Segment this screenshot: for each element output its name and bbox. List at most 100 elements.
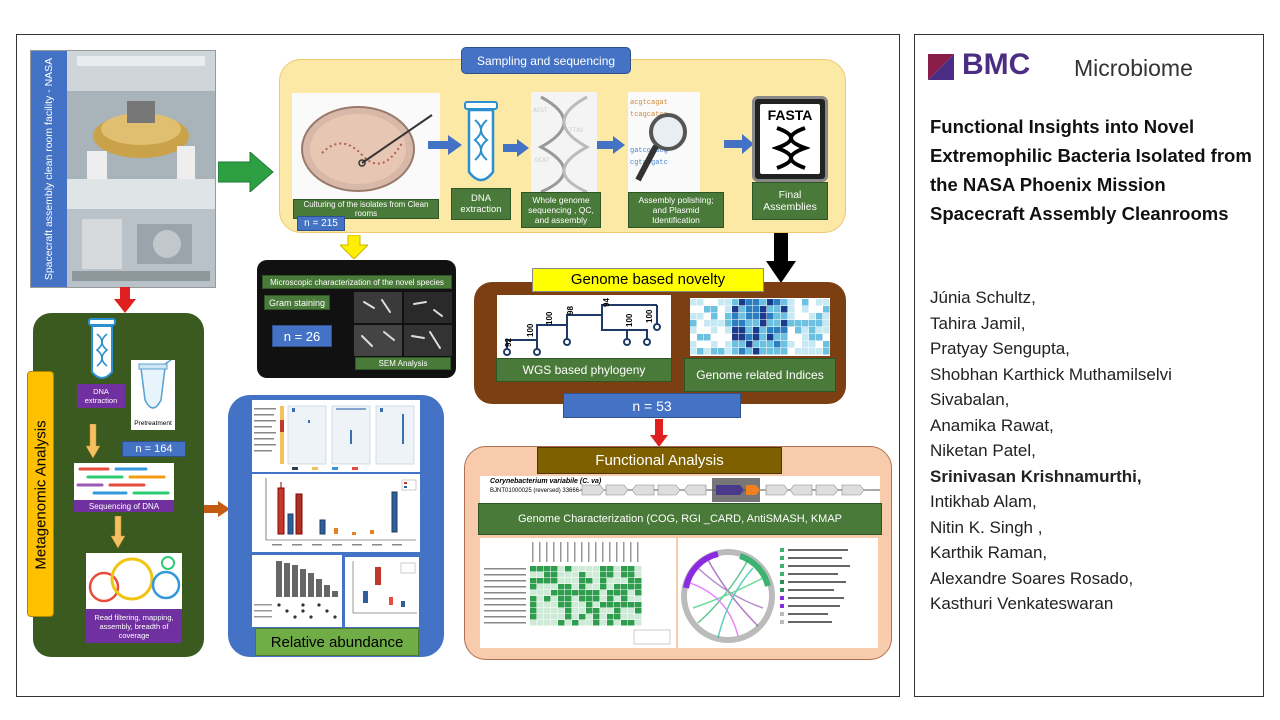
arrow-to-functional [650, 419, 668, 447]
arrow-to-microscopy [340, 235, 368, 259]
cog-cell [544, 596, 551, 602]
heatmap-cell [788, 341, 795, 348]
heatmap-cell [760, 334, 767, 341]
heatmap-cell [704, 299, 711, 306]
heatmap-cell [718, 299, 725, 306]
heatmap-cell [816, 299, 823, 306]
cog-cell [530, 584, 537, 590]
heatmap-cell [767, 313, 774, 320]
svg-text:GCAT: GCAT [535, 157, 550, 164]
cog-heatmap [480, 538, 676, 648]
heatmap-cell [732, 320, 739, 327]
svg-text:ACGT: ACGT [533, 107, 548, 114]
cog-cell [586, 596, 593, 602]
cog-cell [628, 620, 635, 626]
cog-cell [551, 602, 558, 608]
step-final-label: Final Assemblies [752, 182, 828, 220]
arrow-to-genome-novelty [766, 233, 796, 283]
author-highlighted: Srinivasan Krishnamurthi, [930, 466, 1142, 486]
cog-cell [600, 566, 607, 572]
cog-cell [621, 608, 628, 614]
cog-cell [551, 590, 558, 596]
heatmap-cell [711, 334, 718, 341]
arrow-meta-1 [86, 424, 100, 458]
heatmap-cell [795, 306, 802, 313]
heatmap-cell [732, 306, 739, 313]
step-sequencing-label: Whole genome sequencing , QC, and assemb… [521, 192, 601, 228]
cog-cell [621, 620, 628, 626]
heatmap-cell [725, 306, 732, 313]
author: Sivabalan, [930, 390, 1010, 409]
heatmap-cell [760, 313, 767, 320]
heatmap-cell [697, 341, 704, 348]
cog-cell [586, 572, 593, 578]
heatmap-cell [732, 334, 739, 341]
column-label-mark [553, 542, 555, 562]
heatmap-cell [739, 299, 746, 306]
heatmap-cell [802, 341, 809, 348]
cog-cell [635, 596, 642, 602]
heatmap-cell [809, 348, 816, 355]
fasta-file-icon: FASTA [752, 96, 828, 182]
heatmap-cell [774, 341, 781, 348]
column-label-mark [595, 542, 597, 562]
cog-cell [607, 578, 614, 584]
cog-cell [607, 602, 614, 608]
cog-cell [593, 596, 600, 602]
wgs-phylogeny-label: WGS based phylogeny [496, 358, 672, 382]
sequencing-helix-icon: ACGT TTAG GCAT [531, 92, 597, 192]
cog-cell [544, 578, 551, 584]
cog-cell [530, 578, 537, 584]
cog-cell [621, 572, 628, 578]
metagenomic-count: n = 164 [122, 441, 186, 457]
cog-cell [593, 572, 600, 578]
cog-cell [628, 578, 635, 584]
heatmap-cell [816, 341, 823, 348]
heatmap-cell [704, 334, 711, 341]
genome-novelty-title: Genome based novelty [532, 268, 764, 292]
cog-cell [635, 566, 642, 572]
cog-cell [565, 566, 572, 572]
heatmap-cell [746, 313, 753, 320]
author: Tahira Jamil, [930, 313, 1026, 333]
svg-text:TTAG: TTAG [569, 127, 584, 134]
row-label-mark [484, 580, 526, 582]
cog-cell [579, 620, 586, 626]
heatmap-cell [725, 327, 732, 334]
paper-title: Functional Insights into Novel Extremoph… [930, 116, 1252, 224]
heatmap-cell [704, 327, 711, 334]
heatmap-cell [690, 299, 697, 306]
arrow-step-1 [428, 135, 462, 155]
cog-cell [579, 590, 586, 596]
cog-cell [558, 584, 565, 590]
heatmap-cell [802, 320, 809, 327]
cog-cell [614, 602, 621, 608]
phylogeny-tree: 92 100 100 98 94 100 100 [497, 295, 671, 359]
abundance-heatmap-chart [252, 400, 420, 472]
heatmap-cell [725, 313, 732, 320]
heatmap-cell [781, 334, 788, 341]
heatmap-cell [809, 306, 816, 313]
heatmap-cell [704, 320, 711, 327]
heatmap-cell [753, 313, 760, 320]
heatmap-cell [760, 348, 767, 355]
cog-cell [635, 578, 642, 584]
cog-cell [614, 572, 621, 578]
heatmap-cell [774, 306, 781, 313]
cog-cell [621, 596, 628, 602]
row-label-mark [484, 574, 526, 576]
cog-cell [621, 566, 628, 572]
heatmap-cell [774, 348, 781, 355]
chord-diagram [678, 538, 878, 648]
heatmap-cell [788, 334, 795, 341]
sem-analysis-label: SEM Analysis [355, 357, 451, 370]
column-label-mark [637, 542, 639, 562]
heatmap-cell [739, 348, 746, 355]
arrow-step-3 [597, 136, 625, 154]
heatmap-cell [732, 341, 739, 348]
heatmap-cell [725, 299, 732, 306]
cog-cell [593, 620, 600, 626]
heatmap-cell [753, 341, 760, 348]
clean-room-caption: Spacecraft assembly clean room facility … [42, 57, 55, 281]
bmc-logo-icon [928, 54, 954, 80]
